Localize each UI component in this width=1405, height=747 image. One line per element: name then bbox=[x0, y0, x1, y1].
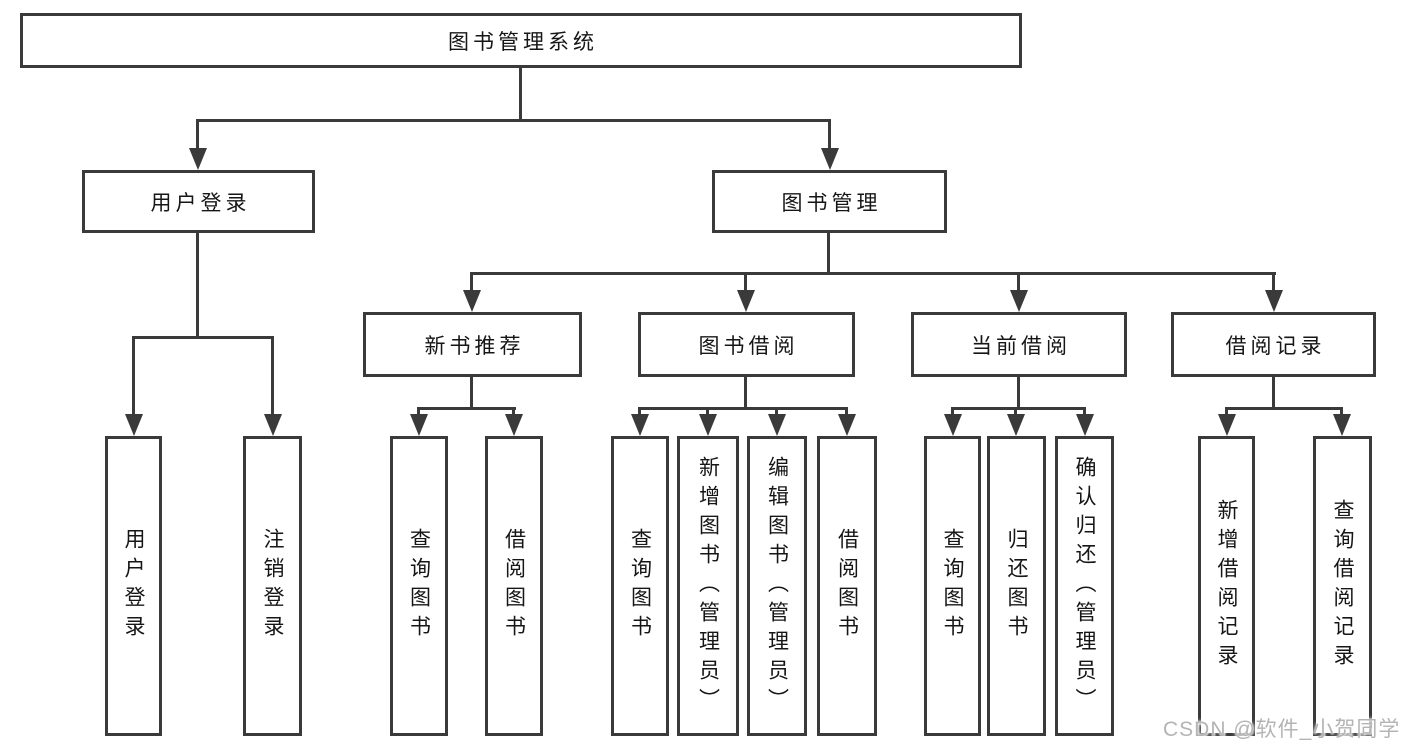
connector-line bbox=[1272, 272, 1275, 296]
leaf-query-book-current-label: 查询图书 bbox=[941, 528, 964, 644]
leaf-query-borrow-record-label: 查询借阅记录 bbox=[1331, 499, 1354, 673]
leaf-add-borrow-record: 新增借阅记录 bbox=[1198, 436, 1255, 736]
connector-line bbox=[470, 377, 473, 409]
node-root: 图书管理系统 bbox=[20, 13, 1022, 68]
node-current-borrow: 当前借阅 bbox=[911, 312, 1127, 377]
arrowhead-down-icon bbox=[409, 414, 428, 436]
arrowhead-down-icon bbox=[504, 414, 523, 436]
connector-line bbox=[1017, 272, 1020, 296]
arrowhead-down-icon bbox=[767, 414, 786, 436]
arrowhead-down-icon bbox=[837, 414, 856, 436]
node-new-book-recommend-label: 新书推荐 bbox=[424, 334, 525, 358]
connector-line bbox=[519, 68, 522, 119]
leaf-query-book-borrow-label: 查询图书 bbox=[628, 528, 652, 644]
node-current-borrow-label: 当前借阅 bbox=[971, 334, 1071, 358]
leaf-user-login-action-label: 用户登录 bbox=[122, 528, 145, 644]
leaf-borrow-book-recommend: 借阅图书 bbox=[485, 436, 543, 736]
arrowhead-down-icon bbox=[698, 414, 717, 436]
arrowhead-down-icon bbox=[1075, 414, 1094, 436]
csdn-watermark: CSDN @软件_小贺同学 bbox=[1163, 718, 1401, 741]
leaf-return-book-label: 归还图书 bbox=[1005, 528, 1028, 644]
arrowhead-down-icon bbox=[1217, 414, 1236, 436]
arrowhead-down-icon bbox=[943, 414, 962, 436]
leaf-borrow-book-label: 借阅图书 bbox=[835, 528, 859, 644]
connector-line bbox=[132, 336, 135, 418]
leaf-user-login-action: 用户登录 bbox=[105, 436, 162, 736]
node-book-management-label: 图书管理 bbox=[781, 191, 882, 215]
connector-line bbox=[827, 233, 830, 272]
connector-line bbox=[470, 272, 473, 296]
leaf-edit-book-admin-label: 编辑图书（管理员） bbox=[765, 455, 789, 717]
node-root-label: 图书管理系统 bbox=[448, 30, 598, 54]
node-borrow-record: 借阅记录 bbox=[1171, 312, 1376, 377]
arrowhead-down-icon bbox=[124, 414, 143, 436]
arrowhead-down-icon bbox=[263, 414, 282, 436]
leaf-query-book-recommend-label: 查询图书 bbox=[407, 528, 431, 644]
connector-line bbox=[196, 233, 199, 336]
connector-line bbox=[951, 407, 1086, 410]
leaf-logout-action: 注销登录 bbox=[243, 436, 302, 736]
connector-line bbox=[828, 119, 831, 151]
arrowhead-down-icon bbox=[1009, 290, 1028, 312]
arrowhead-down-icon bbox=[820, 148, 839, 170]
arrowhead-down-icon bbox=[188, 148, 207, 170]
leaf-query-book-current: 查询图书 bbox=[924, 436, 981, 736]
arrowhead-down-icon bbox=[462, 290, 481, 312]
connector-line bbox=[1017, 377, 1020, 409]
arrowhead-down-icon bbox=[736, 290, 755, 312]
leaf-query-book-borrow: 查询图书 bbox=[611, 436, 669, 736]
leaf-add-book-admin-label: 新增图书（管理员） bbox=[696, 455, 720, 717]
node-new-book-recommend: 新书推荐 bbox=[363, 312, 582, 377]
connector-line bbox=[1225, 407, 1343, 410]
node-user-login-label: 用户登录 bbox=[150, 191, 251, 215]
leaf-confirm-return-admin-label: 确认归还（管理员） bbox=[1073, 455, 1096, 717]
leaf-confirm-return-admin: 确认归还（管理员） bbox=[1055, 436, 1114, 736]
leaf-logout-action-label: 注销登录 bbox=[261, 528, 284, 644]
leaf-query-borrow-record: 查询借阅记录 bbox=[1313, 436, 1372, 736]
leaf-add-borrow-record-label: 新增借阅记录 bbox=[1215, 499, 1238, 673]
leaf-query-book-recommend: 查询图书 bbox=[390, 436, 448, 736]
connector-line bbox=[196, 119, 199, 151]
leaf-add-book-admin: 新增图书（管理员） bbox=[677, 436, 739, 736]
arrowhead-down-icon bbox=[1332, 414, 1351, 436]
connector-line bbox=[196, 119, 831, 122]
leaf-edit-book-admin: 编辑图书（管理员） bbox=[747, 436, 807, 736]
connector-line bbox=[470, 272, 1276, 275]
node-book-management: 图书管理 bbox=[712, 170, 947, 233]
node-book-borrow-label: 图书借阅 bbox=[698, 334, 799, 358]
arrowhead-down-icon bbox=[630, 414, 649, 436]
connector-line bbox=[271, 336, 274, 418]
connector-line bbox=[132, 336, 274, 339]
arrowhead-down-icon bbox=[1264, 290, 1283, 312]
connector-line bbox=[638, 407, 848, 410]
node-user-login: 用户登录 bbox=[82, 170, 315, 233]
node-book-borrow: 图书借阅 bbox=[638, 312, 855, 377]
leaf-borrow-book: 借阅图书 bbox=[817, 436, 877, 736]
connector-line bbox=[417, 407, 516, 410]
leaf-borrow-book-recommend-label: 借阅图书 bbox=[502, 528, 526, 644]
node-borrow-record-label: 借阅记录 bbox=[1225, 334, 1326, 358]
connector-line bbox=[1272, 377, 1275, 409]
connector-line bbox=[744, 272, 747, 296]
arrowhead-down-icon bbox=[1006, 414, 1025, 436]
leaf-return-book: 归还图书 bbox=[987, 436, 1046, 736]
connector-line bbox=[744, 377, 747, 409]
